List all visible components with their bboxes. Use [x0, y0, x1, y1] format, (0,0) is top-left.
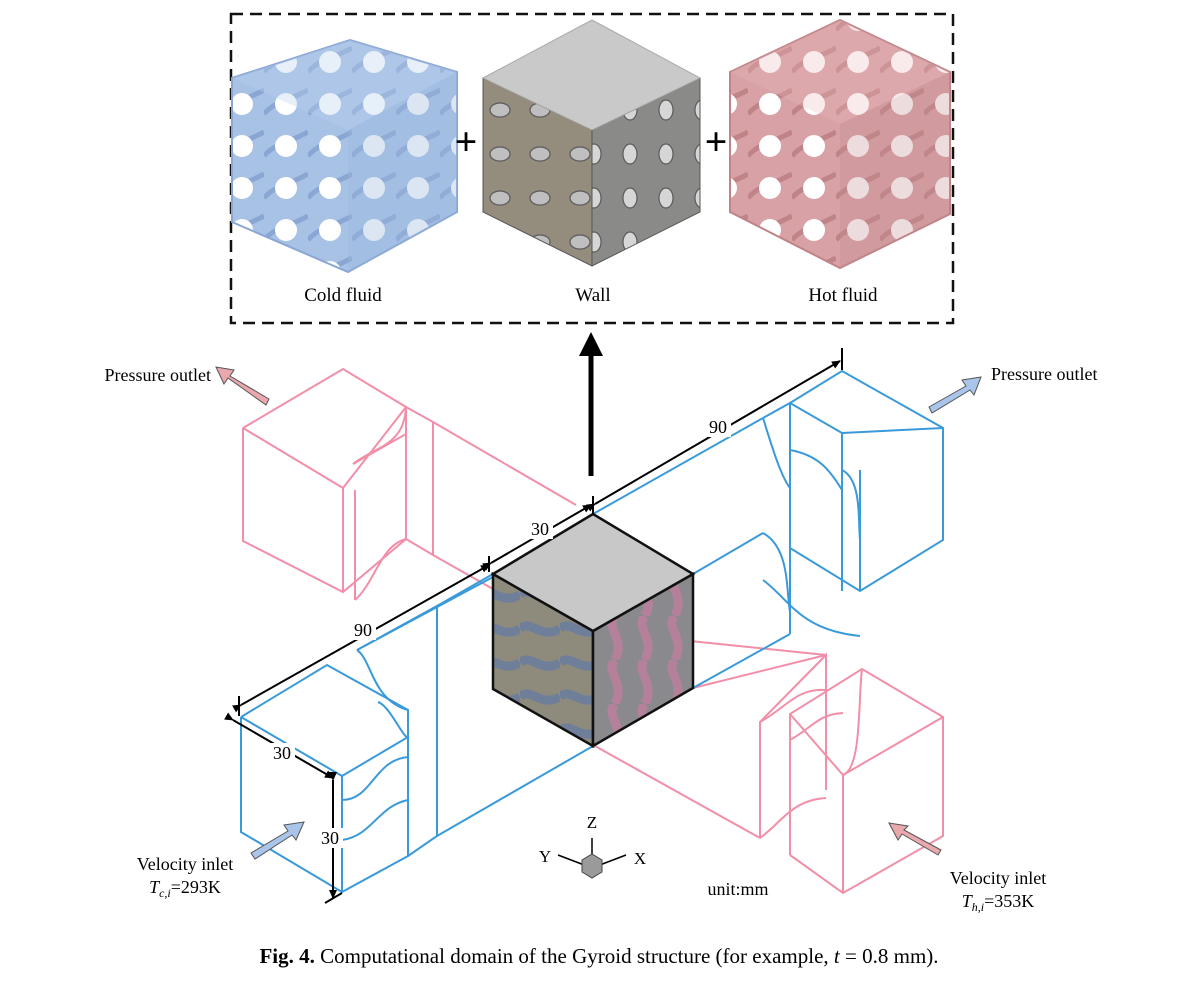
wall-gyroid-image	[481, 19, 702, 267]
hot-inlet-temperature: Th,i=353K	[962, 891, 1035, 914]
dim-length-top: 90	[709, 417, 727, 437]
dim-inlet-width: 30	[273, 743, 291, 763]
dimension-labels: 90 30 90 30 30	[269, 417, 731, 848]
wall-cube-top-face	[481, 19, 702, 131]
axis-triad: Z Y X	[539, 813, 646, 879]
axis-origin-cube	[581, 853, 603, 879]
cold-inlet-temperature: Tc,i=293K	[149, 877, 221, 900]
axis-y-label: Y	[539, 847, 551, 866]
velocity-inlet-left-arrow	[250, 821, 305, 860]
velocity-inlet-right-label: Velocity inlet	[950, 868, 1046, 888]
core-wall-cube	[490, 512, 696, 749]
pressure-outlet-left-label: Pressure outlet	[105, 365, 211, 385]
cold-fluid-gyroid-image	[231, 38, 458, 274]
plus-sign-1: +	[455, 119, 478, 164]
cold-fluid-label: Cold fluid	[304, 285, 382, 306]
pressure-outlet-right-arrow	[928, 376, 982, 414]
pressure-outlet-right-label: Pressure outlet	[991, 364, 1097, 384]
flow-arrows	[215, 366, 982, 860]
plus-sign-2: +	[705, 119, 728, 164]
zoom-up-arrow	[579, 332, 603, 476]
boundary-labels: Pressure outlet Pressure outlet Velocity…	[105, 364, 1098, 914]
dim-core-width: 30	[531, 519, 549, 539]
figure-caption: Fig. 4. Computational domain of the Gyro…	[259, 944, 938, 968]
velocity-inlet-left-label: Velocity inlet	[137, 854, 233, 874]
axis-z-label: Z	[587, 813, 597, 832]
pressure-outlet-left-arrow	[215, 366, 270, 406]
unit-note: unit:mm	[707, 879, 768, 899]
components-panel: + + Cold fluid Wall Hot fluid	[229, 12, 955, 325]
dim-length-left: 90	[354, 620, 372, 640]
hot-fluid-gyroid-image	[729, 18, 951, 270]
hot-fluid-channel	[242, 367, 944, 895]
wall-label: Wall	[575, 285, 610, 306]
axis-x-label: X	[634, 849, 646, 868]
velocity-inlet-right-arrow	[888, 822, 942, 856]
hot-fluid-label: Hot fluid	[808, 285, 878, 306]
dim-inlet-height: 30	[321, 828, 339, 848]
